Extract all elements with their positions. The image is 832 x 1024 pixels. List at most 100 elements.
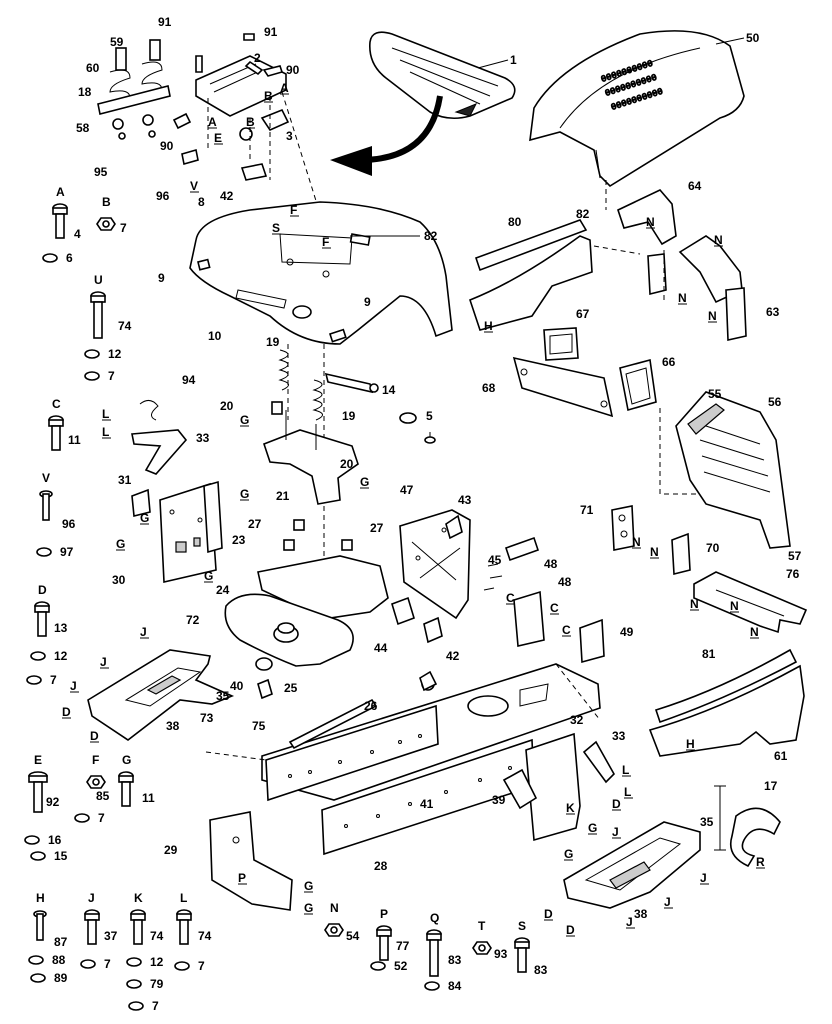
ref-letter-J: J xyxy=(140,625,147,639)
ref-letter-N: N xyxy=(690,597,699,611)
fastener-letter: U xyxy=(94,273,103,287)
fastener-letter: K xyxy=(134,891,143,905)
ref-letter-J: J xyxy=(70,679,77,693)
ref-letter-N: N xyxy=(678,291,687,305)
callout-41: 41 xyxy=(420,797,434,811)
ref-letter-H: H xyxy=(686,737,695,751)
washer-icon xyxy=(24,835,40,845)
callout-20: 20 xyxy=(340,457,354,471)
bolt-collar-icon xyxy=(52,207,68,215)
callout-47: 47 xyxy=(400,483,414,497)
fastener-part-number: 92 xyxy=(46,795,60,809)
ref-letter-G: G xyxy=(240,413,249,427)
fastener-part-number: 96 xyxy=(62,517,76,531)
ref-letter-G: G xyxy=(240,487,249,501)
ref-letter-V: V xyxy=(190,179,198,193)
callout-30: 30 xyxy=(112,573,126,587)
ref-letter-R: R xyxy=(756,855,765,869)
callout-19: 19 xyxy=(266,335,280,349)
bolt-shank-icon xyxy=(51,425,61,451)
ref-letter-J: J xyxy=(612,825,619,839)
fastener-part-number: 7 xyxy=(198,959,205,973)
callout-76: 76 xyxy=(786,567,800,581)
callout-42: 42 xyxy=(220,189,234,203)
ref-letter-D: D xyxy=(566,923,575,937)
callout-3: 3 xyxy=(286,129,293,143)
fastener-letter: Q xyxy=(430,911,439,925)
callout-67: 67 xyxy=(576,307,590,321)
callout-10: 10 xyxy=(208,329,222,343)
ref-letter-G: G xyxy=(204,569,213,583)
ref-letter-N: N xyxy=(632,535,641,549)
ref-letter-L: L xyxy=(624,785,631,799)
bolt-shank-icon xyxy=(121,781,131,807)
front-bracket xyxy=(209,811,293,911)
washer-icon xyxy=(84,371,100,381)
callout-73: 73 xyxy=(200,711,214,725)
fastener-letter: G xyxy=(122,753,131,767)
callout-48: 48 xyxy=(544,557,558,571)
fastener-V: V 96 97 xyxy=(36,471,76,559)
callout-27: 27 xyxy=(370,521,384,535)
fastener-part-number: 37 xyxy=(104,929,118,943)
callout-59: 59 xyxy=(110,35,124,49)
fastener-part-number: 54 xyxy=(346,929,360,943)
callout-75: 75 xyxy=(252,719,266,733)
callout-26: 26 xyxy=(364,699,378,713)
ref-letter-D: D xyxy=(544,907,553,921)
fastener-part-number: 74 xyxy=(198,929,212,943)
callout-68: 68 xyxy=(482,381,496,395)
washer-icon xyxy=(126,979,142,989)
fastener-part-number: 7 xyxy=(98,811,105,825)
nut-hole-icon xyxy=(102,220,110,228)
lower-fender xyxy=(648,648,805,757)
callout-43: 43 xyxy=(458,493,472,507)
pin-shaft-icon xyxy=(36,913,44,941)
bolt-shank-icon xyxy=(517,947,527,973)
callout-90: 90 xyxy=(160,139,174,153)
washer-icon xyxy=(84,349,100,359)
callout-81: 81 xyxy=(702,647,716,661)
washer-icon xyxy=(42,253,58,263)
callout-72: 72 xyxy=(186,613,200,627)
fastener-letter: V xyxy=(42,471,50,485)
ref-letter-G: G xyxy=(564,847,573,861)
washer-icon xyxy=(26,675,42,685)
callout-1: 1 xyxy=(510,53,517,67)
callout-19: 19 xyxy=(342,409,356,423)
ref-letter-J: J xyxy=(700,871,707,885)
callout-33: 33 xyxy=(196,431,210,445)
callout-60: 60 xyxy=(86,61,100,75)
washer-icon xyxy=(74,813,90,823)
fastener-part-number: 7 xyxy=(152,999,159,1013)
ref-letter-C: C xyxy=(562,623,571,637)
callout-38: 38 xyxy=(166,719,180,733)
ref-letter-S: S xyxy=(272,221,280,235)
bolt-collar-icon xyxy=(90,295,106,303)
fastener-part-number: 85 xyxy=(96,789,110,803)
ref-letter-N: N xyxy=(730,599,739,613)
fastener-part-number: 16 xyxy=(48,833,62,847)
fastener-part-number: 97 xyxy=(60,545,74,559)
fastener-part-number: 87 xyxy=(54,935,68,949)
callout-27: 27 xyxy=(248,517,262,531)
ref-letter-C: C xyxy=(506,591,515,605)
fastener-part-number: 6 xyxy=(66,251,73,265)
ref-letter-E: E xyxy=(214,131,222,145)
ref-letter-A: A xyxy=(208,115,217,129)
footboard-left xyxy=(87,649,235,741)
callout-56: 56 xyxy=(768,395,782,409)
callout-91: 91 xyxy=(264,25,278,39)
fastener-part-number: 15 xyxy=(54,849,68,863)
callout-66: 66 xyxy=(662,355,676,369)
fastener-part-number: 7 xyxy=(104,957,111,971)
callout-5: 5 xyxy=(426,409,433,423)
callout-44: 44 xyxy=(374,641,388,655)
washer-icon xyxy=(370,961,386,971)
fastener-letter: N xyxy=(330,901,339,915)
